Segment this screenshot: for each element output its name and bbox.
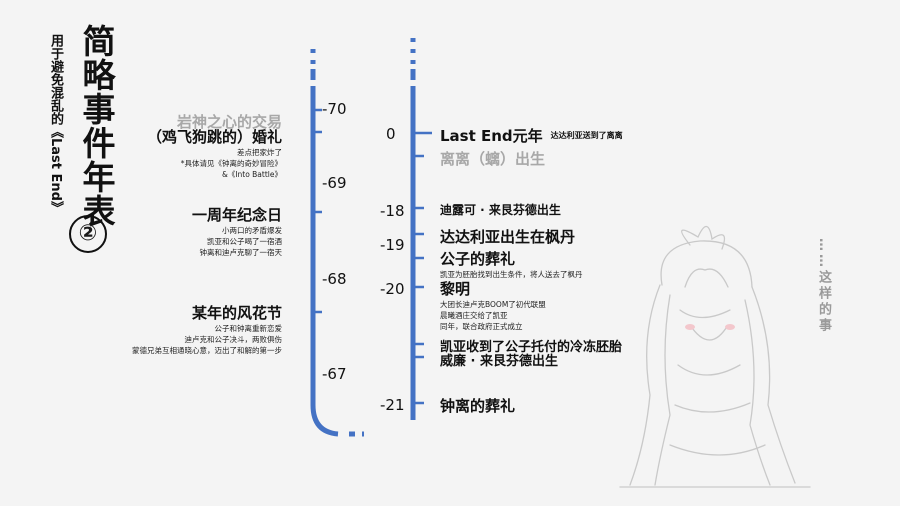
page-subtitle: 用于避免混乱的《Last End》	[48, 34, 63, 214]
year-label: -69	[322, 174, 347, 192]
event-title: 达达利亚出生在枫丹	[440, 228, 576, 246]
event-note: 迪卢克和公子决斗，两败俱伤	[184, 335, 283, 344]
event-title: 某年的风花节	[191, 304, 282, 322]
event-title: 岩神之心的交易	[176, 113, 282, 131]
year-label: -21	[380, 396, 405, 414]
event-title: 威廉 · 来艮芬德出生	[440, 354, 558, 369]
event-childe-funeral: 公子的葬礼 凯亚为胚胎找到出生条件，将人送去了枫丹	[440, 248, 583, 280]
event-note: 小两口的矛盾爆发	[222, 226, 282, 235]
year-label: -68	[322, 270, 347, 288]
event-note: 差点把家炸了	[237, 148, 282, 157]
event-note: 同年，联合政府正式成立	[440, 322, 523, 331]
event-note: &《Into Battle》	[221, 170, 282, 179]
year-label: -70	[322, 100, 347, 118]
sketch-character-illustration	[619, 225, 811, 488]
year-label: -19	[380, 236, 405, 254]
event-title: 黎明	[440, 280, 471, 298]
event-note: 凯亚和公子喝了一宿酒	[207, 237, 282, 246]
event-title: 公子的葬礼	[440, 250, 516, 268]
event-title: 一周年纪念日	[191, 206, 282, 224]
sketch-blush	[725, 324, 735, 330]
event-title: 离离（螭）出生	[440, 150, 546, 168]
event-note: 大团长迪卢克BOOM了初代联盟	[440, 300, 546, 309]
event-inline-note: 达达利亚送到了离离	[550, 131, 623, 140]
event-anniversary: 一周年纪念日 小两口的矛盾爆发 凯亚和公子喝了一宿酒 钟离和迪卢克聊了一宿天	[192, 204, 282, 258]
page-title: 简略事件年表	[77, 24, 116, 228]
side-caption: ……这样的事	[816, 238, 831, 334]
event-title: （鸡飞狗跳的）婚礼	[146, 128, 282, 146]
event-last-end-year-zero: Last End元年 达达利亚送到了离离	[440, 125, 623, 146]
event-wedding: （鸡飞狗跳的）婚礼 差点把家炸了 *具体请见《钟离的奇妙冒险》 &《Into B…	[147, 126, 282, 180]
event-note: 钟离和迪卢克聊了一宿天	[199, 248, 283, 257]
year-label: -18	[380, 202, 405, 220]
title-number-badge: ②	[69, 215, 107, 253]
event-note: 晨曦酒庄交给了凯亚	[440, 311, 508, 320]
event-dawn: 黎明 大团长迪卢克BOOM了初代联盟 晨曦酒庄交给了凯亚 同年，联合政府正式成立	[440, 278, 546, 332]
event-title: 钟离的葬礼	[440, 397, 516, 415]
event-note: *具体请见《钟离的奇妙冒险》	[180, 159, 282, 168]
event-title: Last End元年	[440, 127, 543, 145]
event-rock-heart-deal: 岩神之心的交易	[177, 111, 282, 132]
event-note: 公子和钟离重新恋爱	[214, 324, 283, 333]
event-title: 迪露可 · 来艮芬德出生	[440, 203, 561, 217]
year-label: -67	[322, 365, 347, 383]
sketch-blush	[685, 324, 695, 330]
year-label: -20	[380, 280, 405, 298]
timeline-u-path	[310, 86, 339, 437]
event-note: 蒙德兄弟互相通晓心意，迈出了和解的第一步	[132, 346, 282, 355]
event-title: 凯亚收到了公子托付的冷冻胚胎	[440, 340, 623, 355]
event-note: 凯亚为胚胎找到出生条件，将人送去了枫丹	[440, 270, 583, 279]
event-windblume: 某年的风花节 公子和钟离重新恋爱 迪卢克和公子决斗，两败俱伤 蒙德兄弟互相通晓心…	[132, 302, 282, 356]
year-label: 0	[386, 125, 396, 143]
